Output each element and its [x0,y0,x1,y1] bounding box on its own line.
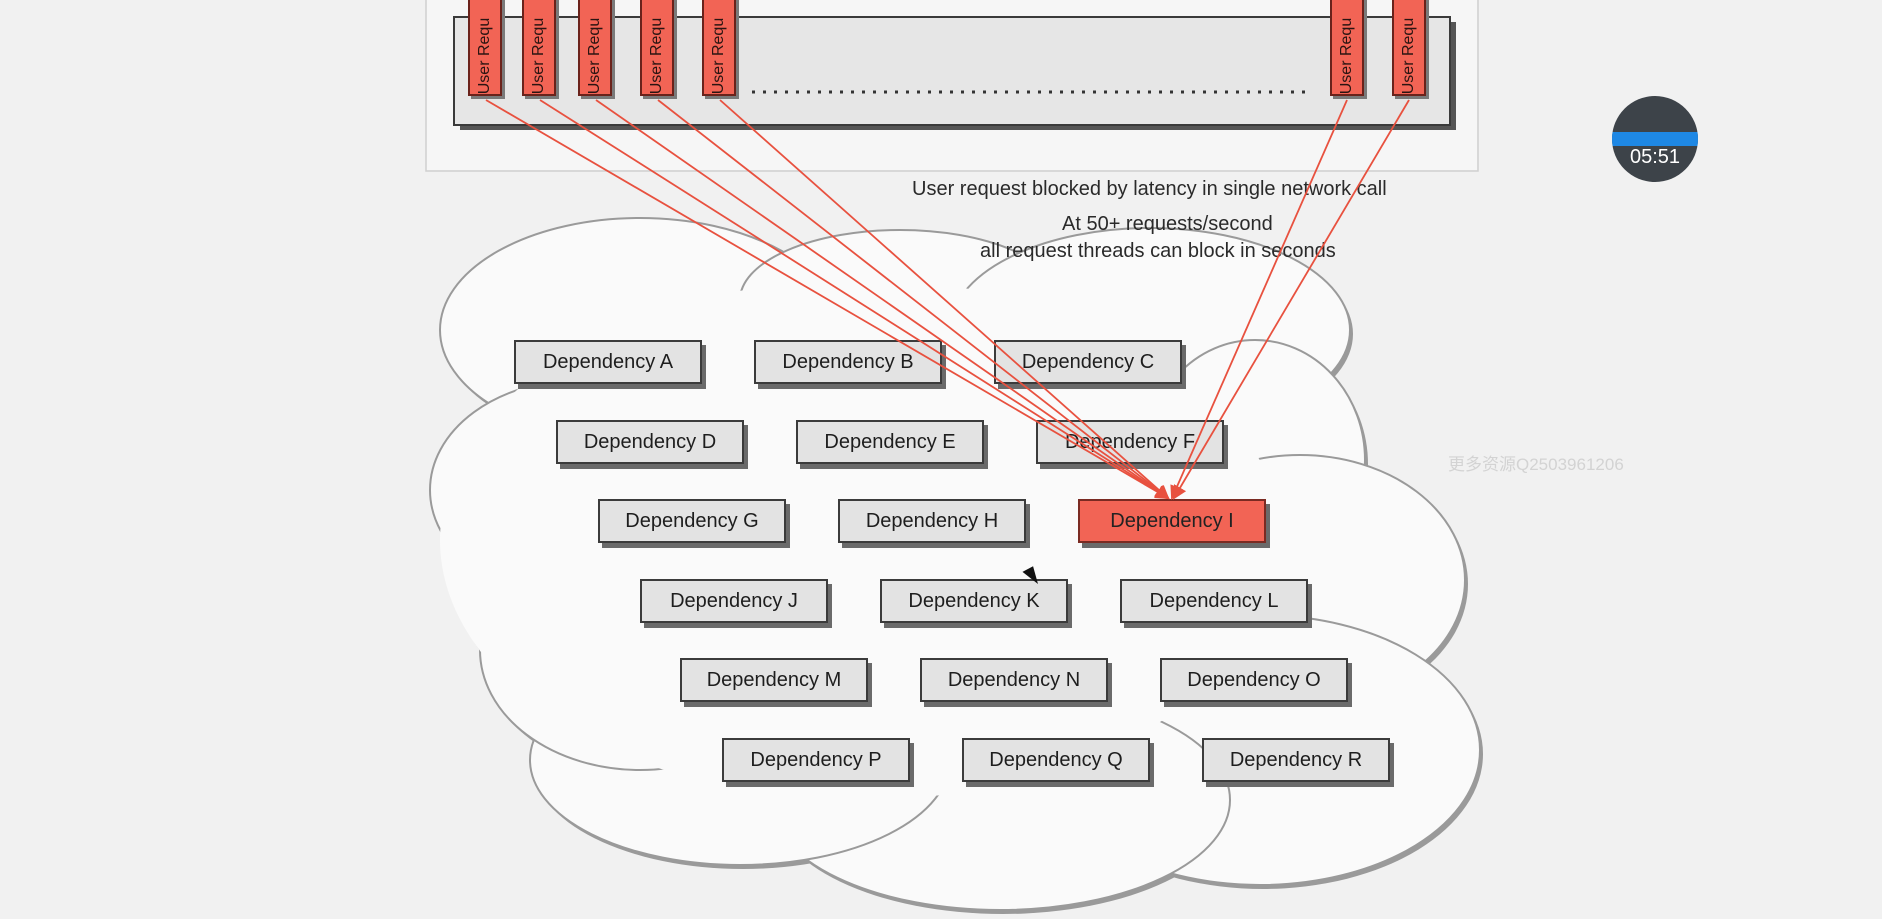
user-request-thread: User Requ [522,0,556,96]
dependency-box: Dependency O [1160,658,1348,702]
dependency-box: Dependency P [722,738,910,782]
dependency-box: Dependency Q [962,738,1150,782]
timer-text: 05:51 [1629,146,1681,168]
dependency-box: Dependency K [880,579,1068,623]
dependency-box: Dependency A [514,340,702,384]
dependency-box: Dependency J [640,579,828,623]
user-request-thread: User Requ [1392,0,1426,96]
user-request-thread: User Requ [1330,0,1364,96]
dependency-box: Dependency F [1036,420,1224,464]
dependency-box: Dependency H [838,499,1026,543]
user-request-thread: User Requ [640,0,674,96]
dependency-box: Dependency L [1120,579,1308,623]
dependency-box: Dependency G [598,499,786,543]
dependency-box: Dependency B [754,340,942,384]
rate-caption-line1: At 50+ requests/second [1062,213,1273,235]
user-request-thread: User Requ [468,0,502,96]
dependency-box: Dependency D [556,420,744,464]
dependency-cloud [429,217,1483,914]
watermark-text: 更多资源Q2503961206 [1448,455,1624,474]
dependency-box: Dependency E [796,420,984,464]
user-request-thread: User Requ [578,0,612,96]
recording-timer[interactable]: 05:51 [1612,96,1698,182]
user-request-thread: User Requ [702,0,736,96]
dependency-box-failing: Dependency I [1078,499,1266,543]
dependency-box: Dependency R [1202,738,1390,782]
timer-wave-icon [1612,132,1698,146]
dependency-box: Dependency M [680,658,868,702]
dependency-box: Dependency C [994,340,1182,384]
rate-caption-line2: all request threads can block in seconds [980,240,1336,262]
dependency-box: Dependency N [920,658,1108,702]
latency-caption: User request blocked by latency in singl… [912,178,1387,200]
